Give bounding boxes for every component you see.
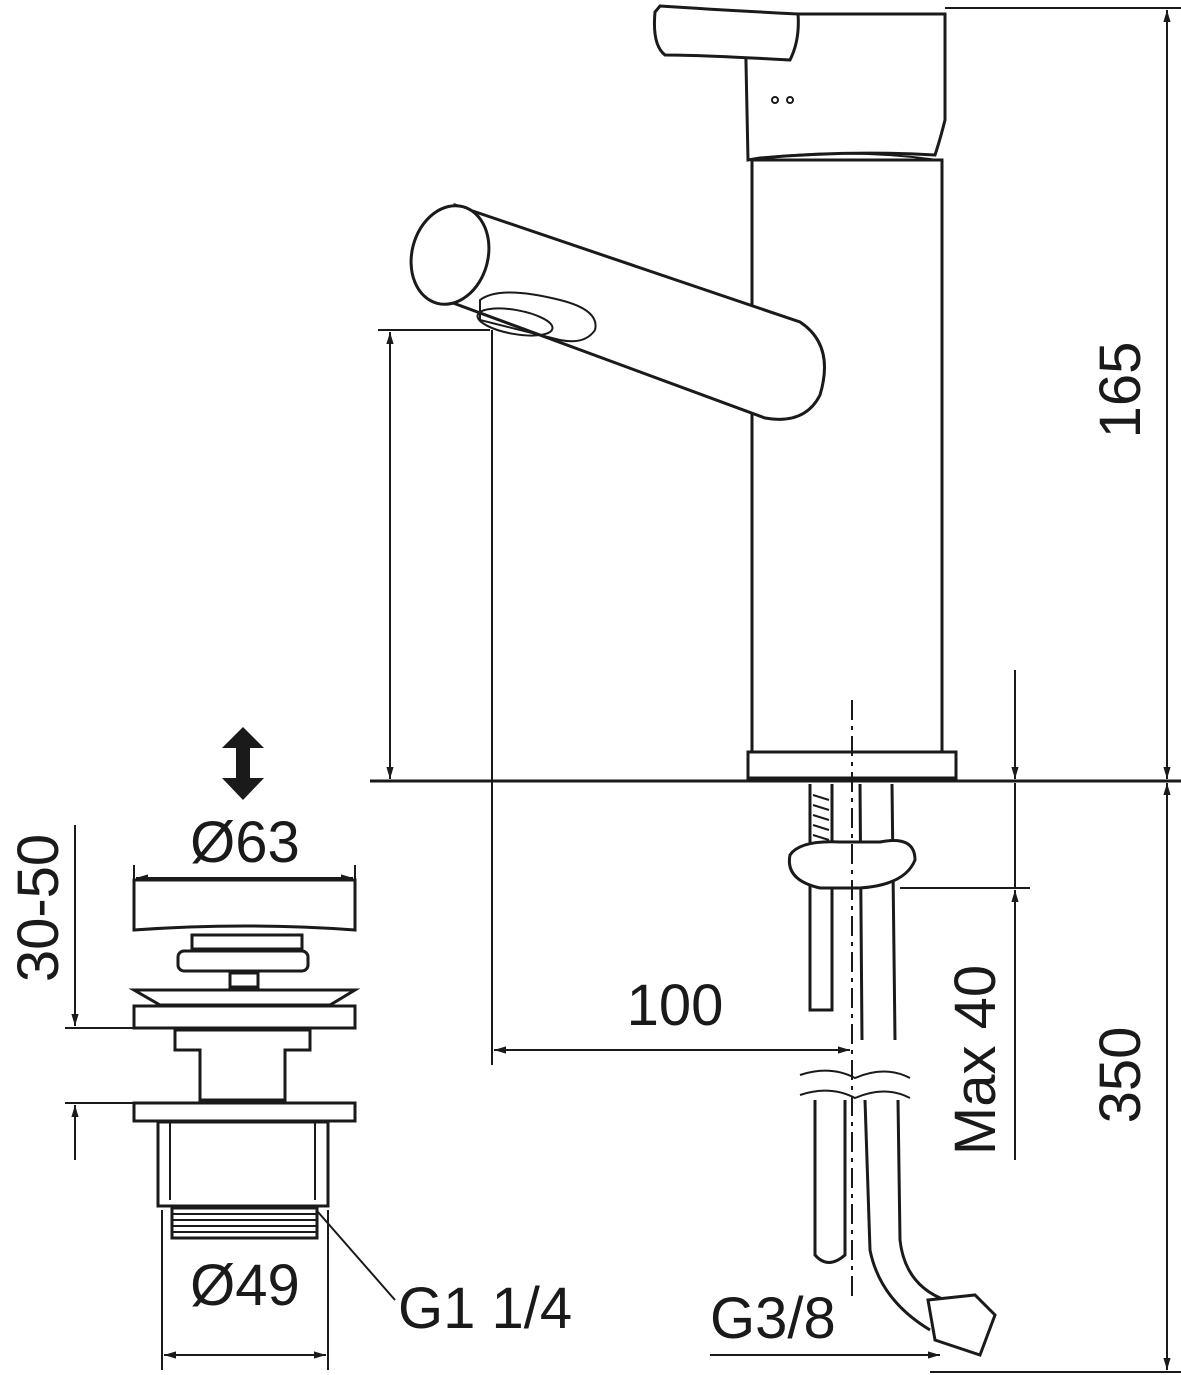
body-diameter-label: Ø49 xyxy=(190,1253,300,1318)
hose-thread-label: G3/8 xyxy=(710,1286,836,1351)
dimension-reach: 100 xyxy=(494,973,850,1054)
up-down-arrow-icon xyxy=(222,727,264,800)
hose-thread-callout: G3/8 xyxy=(710,1286,940,1359)
reach-label: 100 xyxy=(627,973,724,1038)
mounting-clamp xyxy=(787,839,917,890)
dimension-spout-height xyxy=(378,329,493,1065)
spout-end xyxy=(409,204,491,306)
dimension-cap-diameter: Ø63 xyxy=(133,810,356,905)
dimension-body-diameter: Ø49 xyxy=(161,1210,329,1370)
dimension-adjust-range: 30-50 xyxy=(6,825,175,1160)
cap-diameter-label: Ø63 xyxy=(190,810,300,875)
height-label: 165 xyxy=(1088,342,1153,439)
dimension-height: 165 xyxy=(945,7,1181,779)
max-thickness-label: Max 40 xyxy=(943,965,1008,1155)
faucet-body xyxy=(750,158,944,754)
faucet-lever xyxy=(653,4,800,62)
faucet xyxy=(409,4,997,1357)
adjust-range-label: 30-50 xyxy=(6,834,71,982)
dimension-max-thickness: Max 40 xyxy=(900,670,1030,1160)
faucet-spout xyxy=(443,202,826,421)
dimension-hose-length: 350 xyxy=(930,783,1181,1373)
drain-thread-callout: G1 1/4 xyxy=(317,1211,572,1341)
drain-valve xyxy=(128,727,361,1240)
hose-length-label: 350 xyxy=(1088,1027,1153,1124)
drain-thread-label: G1 1/4 xyxy=(398,1276,572,1341)
